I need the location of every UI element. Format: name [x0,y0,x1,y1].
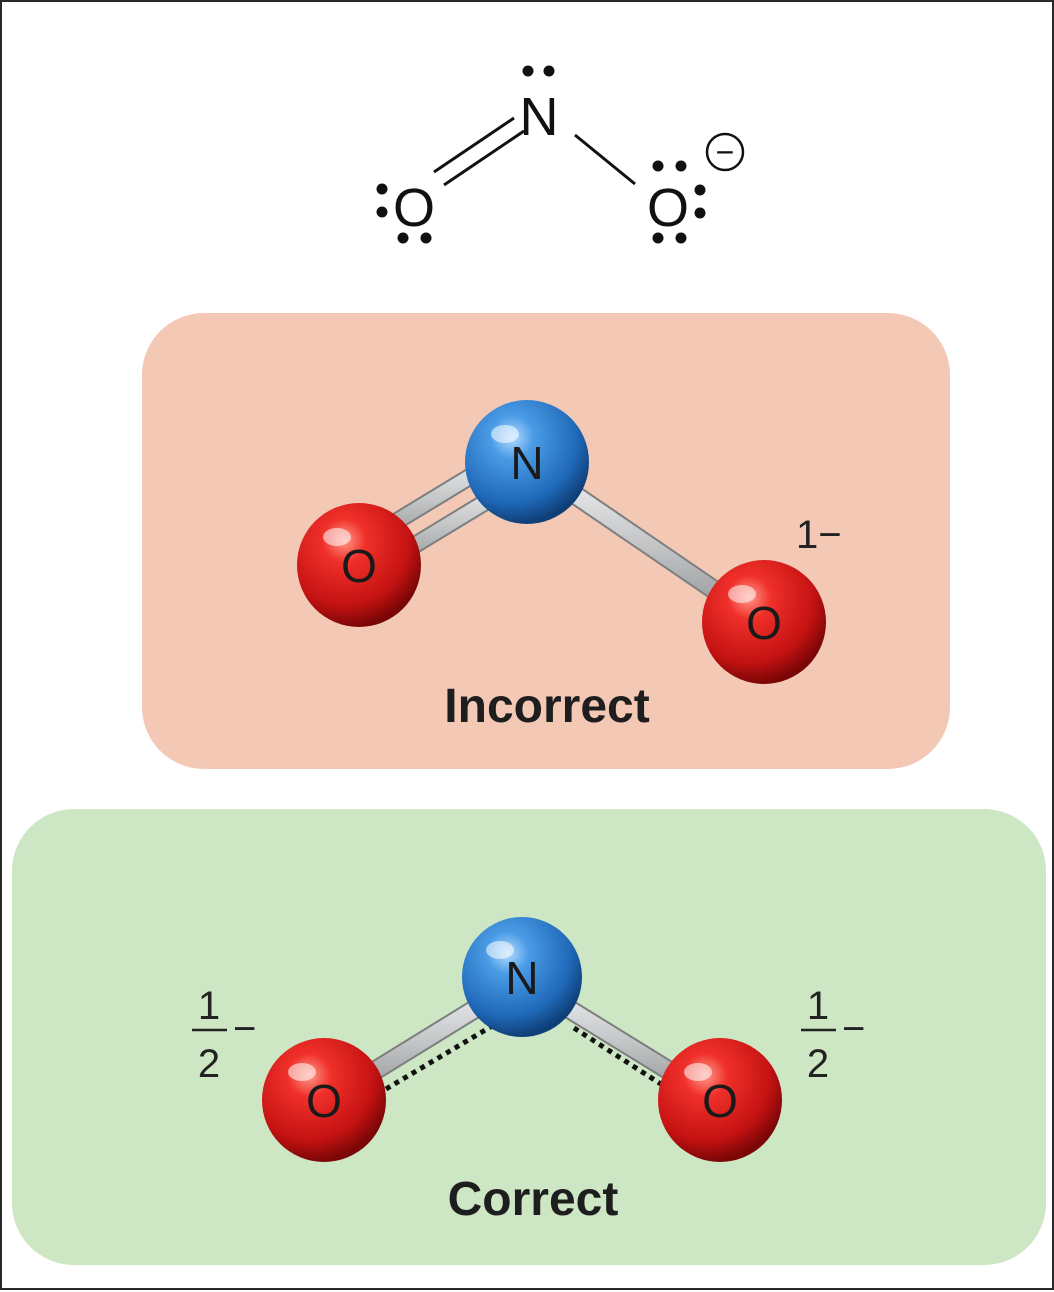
nitrogen-atom: N [462,917,582,1037]
fraction-numerator: 1 [198,984,220,1028]
nitrogen-atom: N [465,400,589,524]
atom-label: N [505,952,538,1004]
atom-label: O [306,1075,342,1127]
atom-label: O [702,1075,738,1127]
double-bond-line [433,116,515,174]
oxygen-atom-right: O [702,560,826,684]
lewis-atom-n: N [520,87,559,147]
fraction-numerator: 1 [807,984,829,1028]
charge-symbol: − [716,134,735,170]
partial-charge-left: 1 2 − [192,984,256,1086]
minus-circle-icon: − [705,132,745,172]
fraction-denominator: 2 [807,1042,829,1086]
incorrect-caption: Incorrect [444,680,649,733]
partial-bond-dotted [384,1023,494,1092]
partial-bond-dotted [572,1025,666,1089]
lewis-atom-o-right: O [647,178,689,238]
fraction-denominator: 2 [198,1042,220,1086]
charge-sign: − [233,1007,256,1051]
oxygen-atom-left: O [297,503,421,627]
lone-pair-dots [652,160,706,244]
atom-label: N [510,437,543,489]
lone-pair-dots [376,183,432,244]
single-bond-line [574,133,636,186]
double-bond-line [443,129,525,187]
correct-caption: Correct [448,1173,619,1226]
oxygen-atom-left: O [262,1038,386,1162]
charge-sign: − [842,1007,865,1051]
correct-panel: O N O 1 2 − 1 2 − Correct [12,809,1046,1265]
charge-label: 1− [796,513,842,557]
correct-panel-background [12,809,1046,1265]
partial-charge-right: 1 2 − [801,984,865,1086]
lewis-structure: N O O − [376,65,745,244]
incorrect-panel: O N O 1− Incorrect [142,313,950,769]
lewis-atom-o-left: O [393,178,435,238]
lone-pair-dots [522,65,555,77]
atom-label: O [746,597,782,649]
oxygen-atom-right: O [658,1038,782,1162]
atom-label: O [341,540,377,592]
